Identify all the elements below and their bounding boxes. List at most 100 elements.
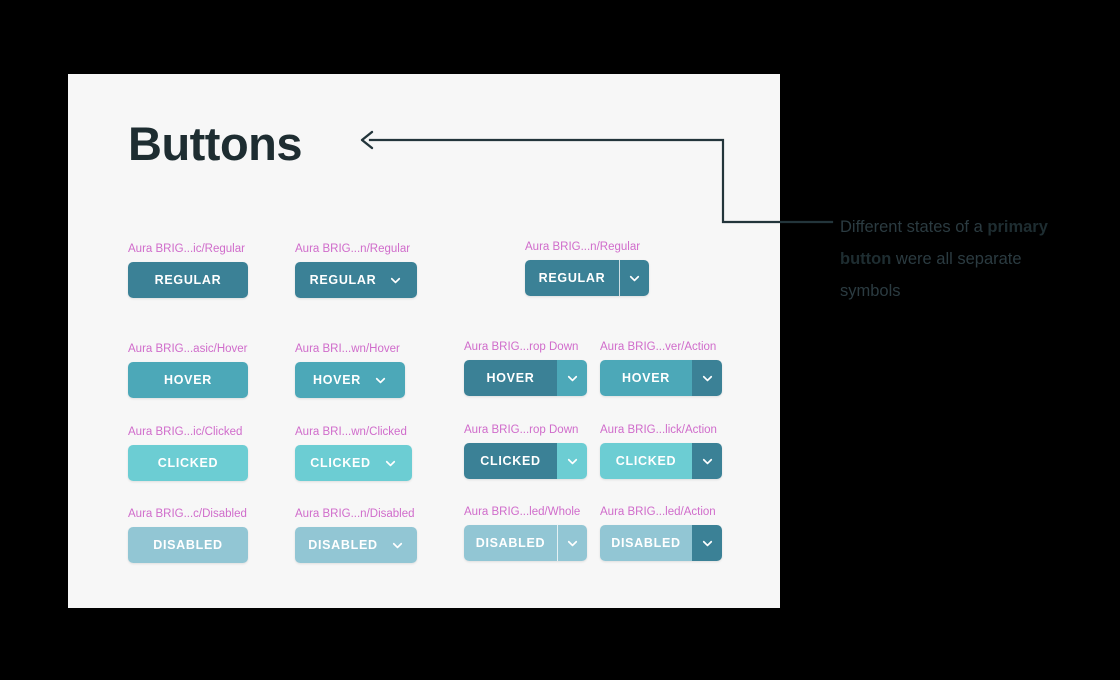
button-dropdown-section[interactable]: [557, 443, 587, 479]
button-label: CLICKED: [615, 454, 677, 468]
button-label: HOVER: [313, 373, 361, 387]
button-label: REGULAR: [538, 271, 606, 285]
button-label: REGULAR: [309, 273, 377, 287]
button-body[interactable]: HOVER: [600, 360, 692, 396]
button-label: HOVER: [486, 371, 535, 385]
symbol-name-label: Aura BRIG...rop Down: [464, 424, 579, 436]
chevron-down-icon: [701, 537, 714, 550]
button-label: CLICKED: [310, 456, 371, 470]
chevron-down-icon: [701, 455, 714, 468]
primary-button[interactable]: DISABLED: [295, 527, 417, 563]
annotation-line-2-tail: were: [891, 250, 932, 268]
button-body[interactable]: REGULAR: [295, 262, 417, 298]
button-dropdown-section[interactable]: [557, 525, 587, 561]
button-dropdown-section[interactable]: [619, 260, 649, 296]
chevron-down-icon[interactable]: [384, 457, 397, 470]
primary-button[interactable]: HOVER: [128, 362, 248, 398]
chevron-down-icon: [701, 372, 714, 385]
annotation-line-3: all separate symbols: [840, 250, 1022, 300]
button-label: DISABLED: [475, 536, 546, 550]
button-label: DISABLED: [308, 538, 378, 552]
symbol-name-label: Aura BRIG...n/Regular: [295, 243, 411, 255]
annotation-emphasis: primary button: [840, 218, 1048, 268]
button-body[interactable]: DISABLED: [600, 525, 692, 561]
button-dropdown-section[interactable]: [692, 360, 722, 396]
chevron-down-icon: [566, 537, 579, 550]
button-body[interactable]: REGULAR: [525, 260, 619, 296]
chevron-down-icon[interactable]: [374, 374, 387, 387]
button-body[interactable]: HOVER: [295, 362, 405, 398]
button-body[interactable]: DISABLED: [128, 527, 248, 563]
primary-button[interactable]: CLICKED: [295, 445, 412, 481]
symbol-name-label: Aura BRI...wn/Hover: [295, 343, 400, 355]
primary-button[interactable]: DISABLED: [600, 525, 722, 561]
chevron-down-icon: [566, 372, 579, 385]
primary-button[interactable]: DISABLED: [128, 527, 248, 563]
button-body[interactable]: HOVER: [128, 362, 248, 398]
symbol-name-label: Aura BRIG...ver/Action: [600, 341, 717, 353]
symbol-name-label: Aura BRIG...asic/Hover: [128, 343, 248, 355]
symbol-name-label: Aura BRIG...c/Disabled: [128, 508, 247, 520]
chevron-down-icon: [566, 455, 579, 468]
button-body[interactable]: DISABLED: [295, 527, 417, 563]
chevron-down-icon[interactable]: [391, 539, 404, 552]
button-body[interactable]: CLICKED: [464, 443, 557, 479]
annotation-line-1: Different states of a: [840, 218, 983, 236]
primary-button[interactable]: HOVER: [295, 362, 405, 398]
symbol-name-label: Aura BRIG...n/Regular: [525, 241, 641, 253]
primary-button[interactable]: HOVER: [464, 360, 587, 396]
annotation-text: Different states of a primary button wer…: [840, 211, 1055, 307]
button-dropdown-section[interactable]: [692, 443, 722, 479]
primary-button[interactable]: CLICKED: [464, 443, 587, 479]
primary-button[interactable]: REGULAR: [295, 262, 417, 298]
primary-button[interactable]: CLICKED: [128, 445, 248, 481]
chevron-down-icon: [628, 272, 641, 285]
button-body[interactable]: CLICKED: [128, 445, 248, 481]
primary-button[interactable]: REGULAR: [525, 260, 649, 296]
button-body[interactable]: CLICKED: [600, 443, 692, 479]
page-title: Buttons: [128, 117, 303, 170]
button-dropdown-section[interactable]: [557, 360, 587, 396]
button-label: REGULAR: [154, 273, 222, 287]
symbol-name-label: Aura BRIG...rop Down: [464, 341, 579, 353]
primary-button[interactable]: CLICKED: [600, 443, 722, 479]
symbol-name-label: Aura BRIG...n/Disabled: [295, 508, 415, 520]
symbol-name-label: Aura BRIG...led/Action: [600, 506, 716, 518]
button-label: HOVER: [164, 373, 212, 387]
button-body[interactable]: DISABLED: [464, 525, 557, 561]
button-label: CLICKED: [157, 456, 219, 470]
chevron-down-icon[interactable]: [389, 274, 402, 287]
primary-button[interactable]: HOVER: [600, 360, 722, 396]
button-label: CLICKED: [480, 454, 541, 468]
button-body[interactable]: HOVER: [464, 360, 557, 396]
symbol-name-label: Aura BRIG...ic/Regular: [128, 243, 245, 255]
button-label: DISABLED: [153, 538, 223, 552]
button-body[interactable]: REGULAR: [128, 262, 248, 298]
symbol-name-label: Aura BRIG...lick/Action: [600, 424, 717, 436]
primary-button[interactable]: DISABLED: [464, 525, 587, 561]
primary-button[interactable]: REGULAR: [128, 262, 248, 298]
button-body[interactable]: CLICKED: [295, 445, 412, 481]
button-label: DISABLED: [611, 536, 681, 550]
button-label: HOVER: [622, 371, 670, 385]
symbol-name-label: Aura BRI...wn/Clicked: [295, 426, 407, 438]
button-dropdown-section[interactable]: [692, 525, 722, 561]
